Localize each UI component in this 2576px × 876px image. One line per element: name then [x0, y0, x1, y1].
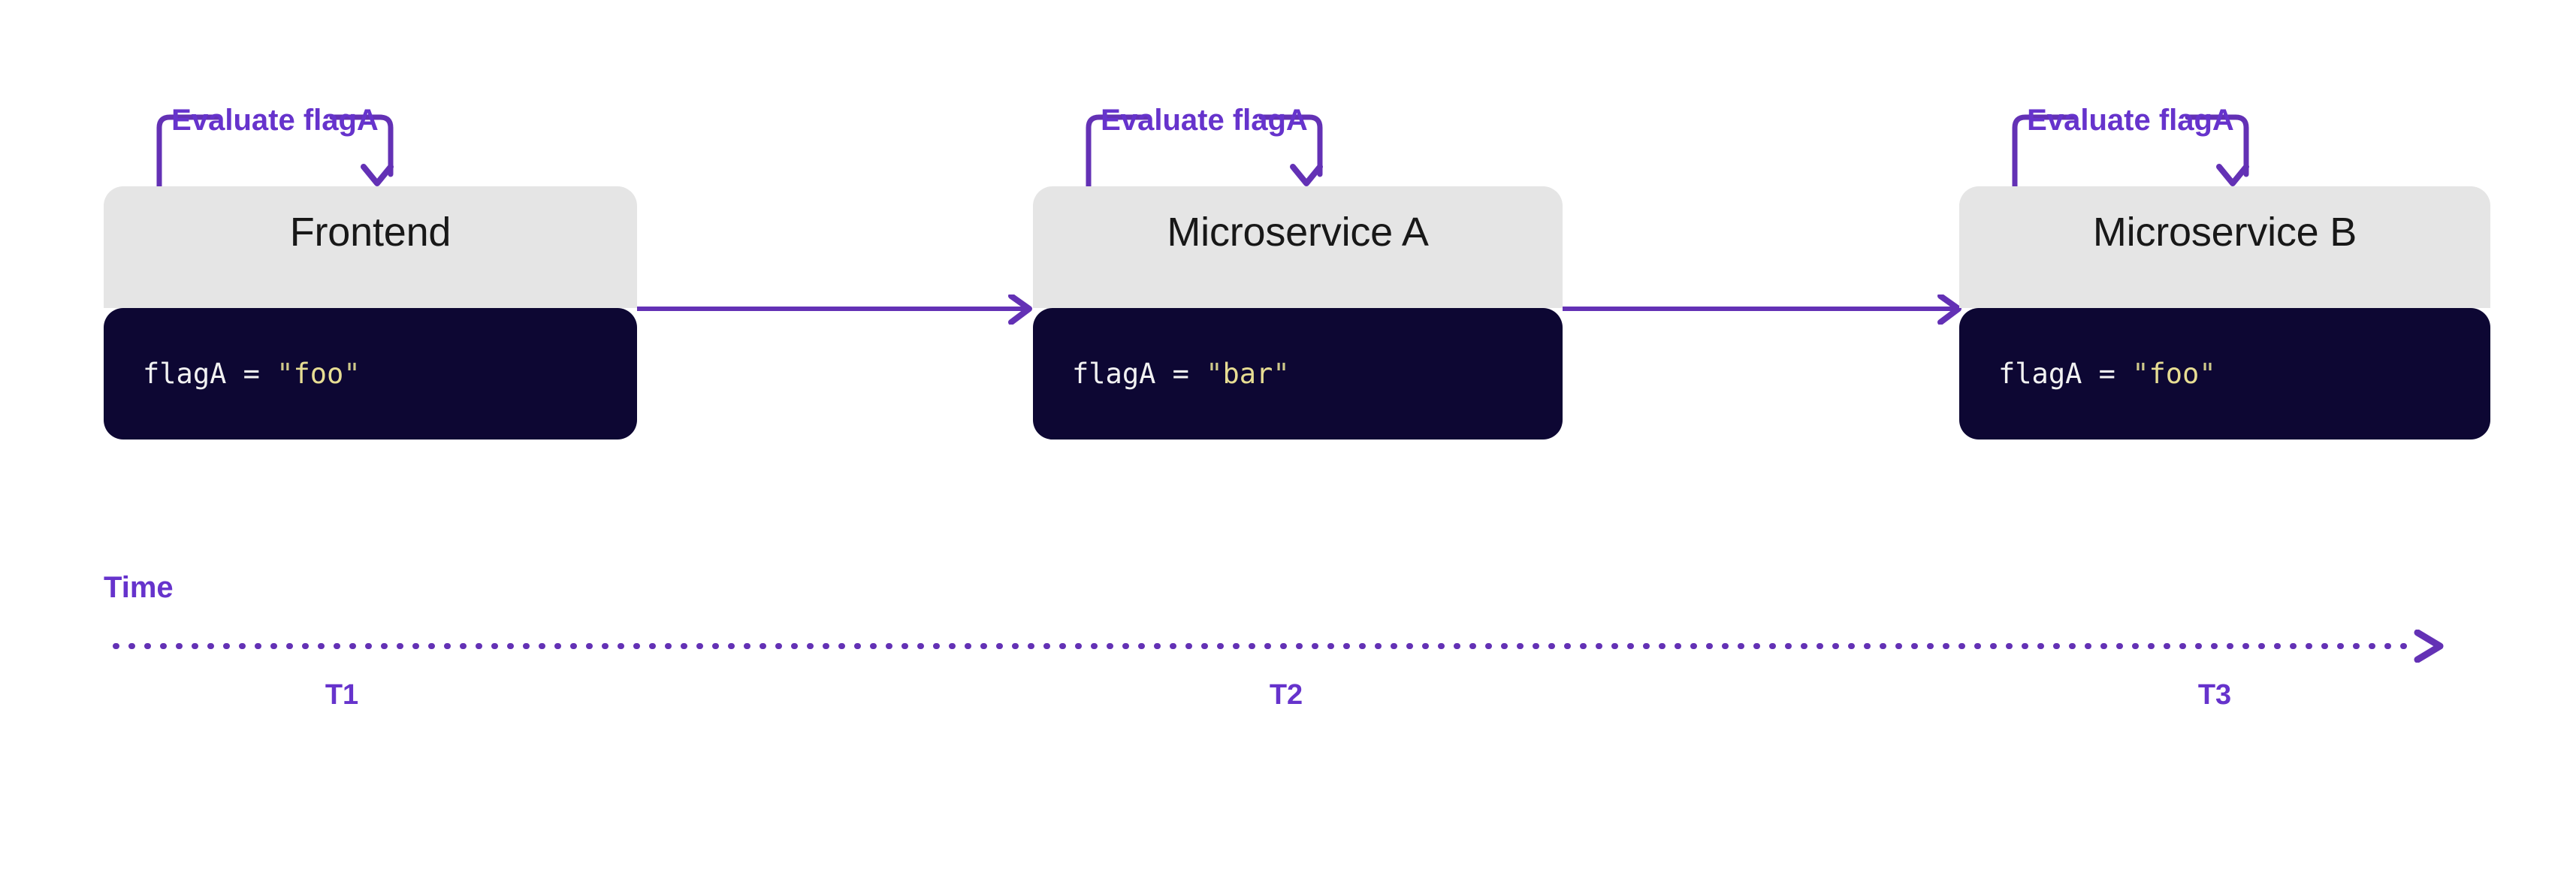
code-value: foo [293, 358, 344, 390]
node-title: Microservice A [1167, 210, 1429, 255]
evaluate-bracket-label: Evaluate flagA [171, 104, 379, 137]
node-header [1959, 186, 2490, 308]
code-key: flagA = [143, 358, 277, 390]
code-line: flagA = "bar" [1033, 360, 1290, 388]
node-title: Frontend [289, 210, 451, 255]
code-open-quote: " [276, 358, 294, 390]
timeline-tick-t2: T2 [1269, 679, 1303, 711]
evaluate-bracket-microservice-a: Evaluate flagA [1084, 105, 1324, 192]
code-open-quote: " [2132, 358, 2149, 390]
code-line: flagA = "foo" [104, 360, 361, 388]
timeline-tick-t1: T1 [325, 679, 359, 711]
node-code-panel: flagA = "foo" [1959, 308, 2490, 440]
service-node-frontend[interactable]: Frontend flagA = "foo" [104, 186, 637, 440]
code-close-quote: " [2199, 358, 2216, 390]
evaluate-bracket-frontend: Evaluate flagA [155, 105, 395, 192]
evaluate-bracket-microservice-b: Evaluate flagA [2010, 105, 2251, 192]
node-title: Microservice B [2092, 210, 2357, 255]
code-value: foo [2149, 358, 2200, 390]
code-close-quote: " [1273, 358, 1290, 390]
evaluate-bracket-label: Evaluate flagA [1101, 104, 1308, 137]
node-header [104, 186, 637, 308]
code-line: flagA = "foo" [1959, 360, 2216, 388]
timeline-axis [113, 630, 2457, 663]
timeline-tick-t3: T3 [2197, 679, 2232, 711]
service-node-microservice-b[interactable]: Microservice B flagA = "foo" [1959, 186, 2490, 440]
code-close-quote: " [343, 358, 361, 390]
code-value: bar [1222, 358, 1273, 390]
node-code-panel: flagA = "foo" [104, 308, 637, 440]
code-key: flagA = [1998, 358, 2133, 390]
service-node-microservice-a[interactable]: Microservice A flagA = "bar" [1033, 186, 1563, 440]
node-header [1033, 186, 1563, 308]
evaluate-bracket-label: Evaluate flagA [2027, 104, 2234, 137]
connector-frontend-to-microservice-a [637, 295, 1035, 325]
timeline-label: Time [104, 571, 174, 604]
connector-microservice-a-to-microservice-b [1563, 295, 1964, 325]
code-open-quote: " [1206, 358, 1223, 390]
code-key: flagA = [1072, 358, 1206, 390]
node-code-panel: flagA = "bar" [1033, 308, 1563, 440]
